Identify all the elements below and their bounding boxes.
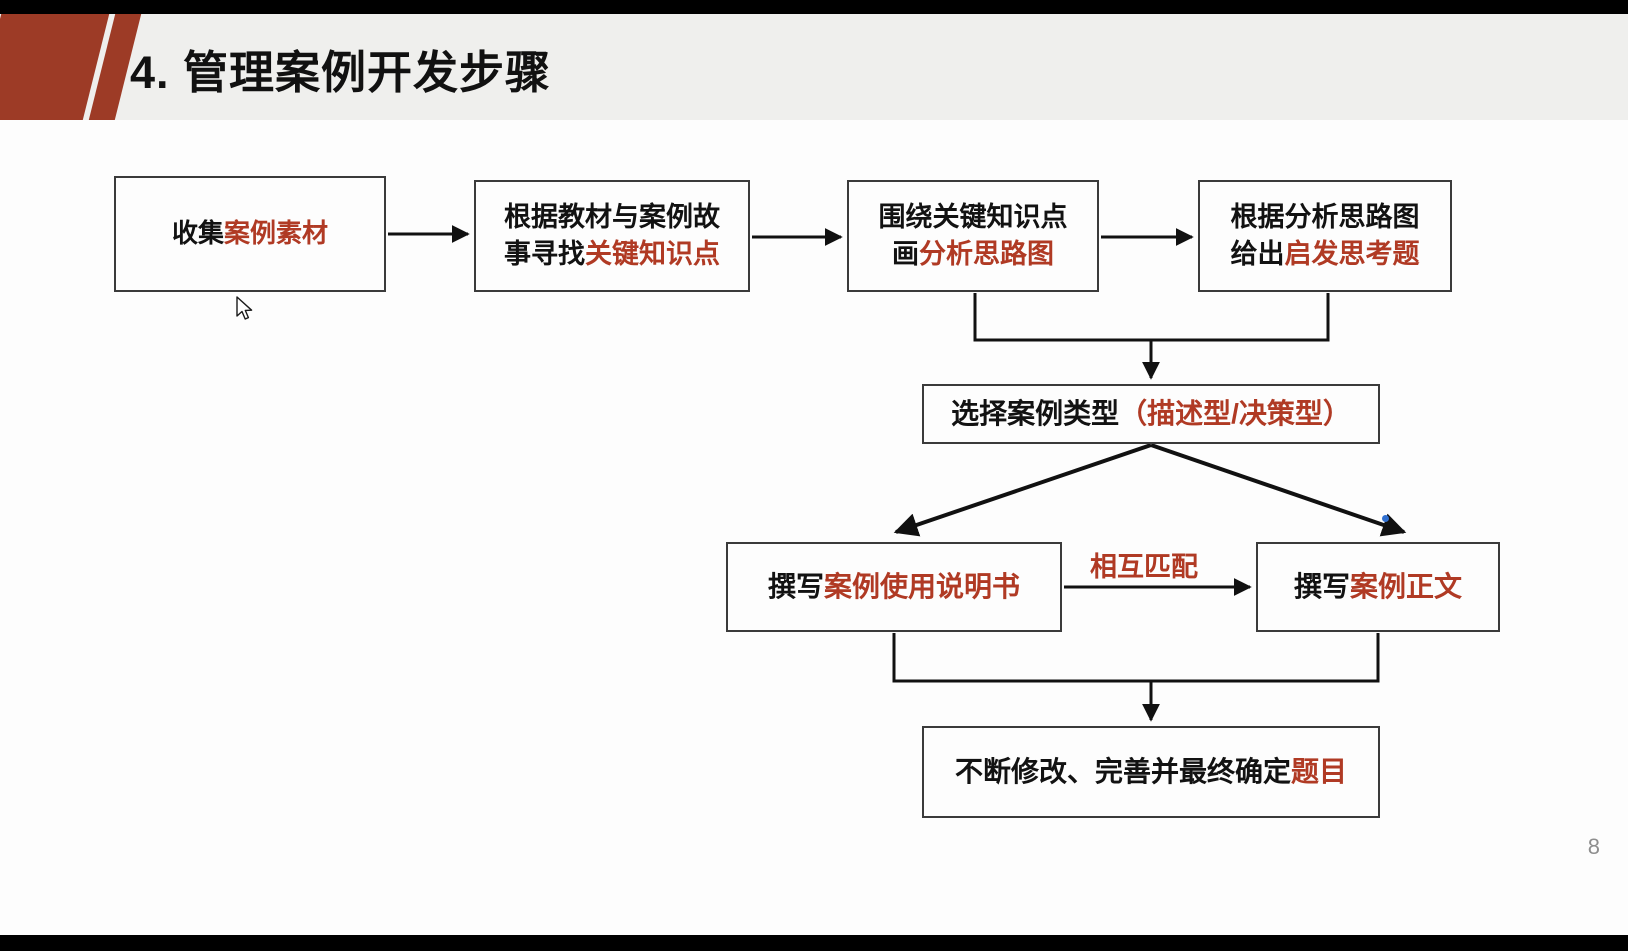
text-highlight: 案例正文: [1350, 570, 1463, 602]
text-plain: 根据分析思路图: [1230, 201, 1420, 232]
flow-box-line: 不断修改、完善并最终确定题目: [955, 753, 1347, 792]
flow-box-line: 给出启发思考题: [1231, 236, 1420, 273]
flow-box-give-thinking-questions[interactable]: 根据分析思路图 给出启发思考题: [1198, 180, 1452, 292]
mouse-cursor-icon: [236, 296, 253, 320]
flow-box-write-case-body[interactable]: 撰写案例正文: [1256, 542, 1500, 632]
laser-pointer-dot: [1382, 515, 1389, 522]
connector-merge-into-casetype: [973, 293, 1330, 342]
text-plain: 撰写: [1293, 570, 1350, 602]
connector-merge-into-finalize: [892, 633, 1380, 683]
flow-box-draw-analysis-map[interactable]: 围绕关键知识点 画分析思路图: [847, 180, 1099, 292]
slide-header: 4. 管理案例开发步骤: [0, 14, 1628, 120]
text-highlight: （描述型/决策型）: [1119, 397, 1351, 429]
flow-box-collect-material[interactable]: 收集案例素材: [114, 176, 386, 292]
text-highlight: 关键知识点: [585, 239, 720, 269]
text-highlight: 题目: [1291, 755, 1348, 787]
flow-box-line: 根据教材与案例故: [504, 199, 720, 236]
connector-casetype-to-manual: [893, 443, 1152, 537]
slide-canvas: 4. 管理案例开发步骤 收集案例素材 根据教材与案例故 事寻找关键知识点: [0, 14, 1628, 935]
text-plain: 撰写: [767, 570, 824, 602]
flow-box-line: 根据分析思路图: [1231, 199, 1420, 236]
text-plain: 不断修改、完善并最终确定: [954, 755, 1291, 787]
text-plain: 围绕关键知识点: [878, 201, 1068, 232]
flow-connectors: [388, 225, 1407, 722]
flow-box-finalize-topic[interactable]: 不断修改、完善并最终确定题目: [922, 726, 1380, 818]
text-plain: 选择案例类型: [951, 397, 1120, 429]
flow-box-line: 撰写案例使用说明书: [768, 568, 1020, 607]
text-highlight: 案例素材: [224, 218, 329, 249]
text-highlight: 案例使用说明书: [824, 570, 1021, 602]
page-title: 4. 管理案例开发步骤: [130, 47, 552, 98]
flow-box-line: 选择案例类型（描述型/决策型）: [951, 395, 1351, 434]
flow-box-line: 收集案例素材: [172, 216, 328, 252]
flow-box-line: 事寻找关键知识点: [504, 236, 720, 273]
text-plain: 收集: [171, 218, 224, 249]
text-plain: 给出: [1230, 239, 1285, 269]
flow-box-select-case-type[interactable]: 选择案例类型（描述型/决策型）: [922, 384, 1380, 444]
flow-box-find-key-knowledge[interactable]: 根据教材与案例故 事寻找关键知识点: [474, 180, 750, 292]
connector-casetype-to-body: [1150, 443, 1407, 537]
text-plain: 根据教材与案例故: [504, 201, 720, 232]
text-plain: 事寻找: [504, 239, 585, 269]
slide-page-number: 8: [1587, 834, 1600, 859]
flow-box-write-usage-manual[interactable]: 撰写案例使用说明书: [726, 542, 1062, 632]
connector-label-mutual-match: 相互匹配: [1090, 552, 1198, 582]
text-plain: 画: [892, 239, 919, 269]
flow-box-line: 围绕关键知识点: [879, 199, 1068, 236]
flow-box-line: 撰写案例正文: [1294, 568, 1462, 607]
text-highlight: 启发思考题: [1284, 239, 1420, 269]
text-highlight: 分析思路图: [919, 239, 1054, 269]
flow-box-line: 画分析思路图: [892, 236, 1054, 273]
